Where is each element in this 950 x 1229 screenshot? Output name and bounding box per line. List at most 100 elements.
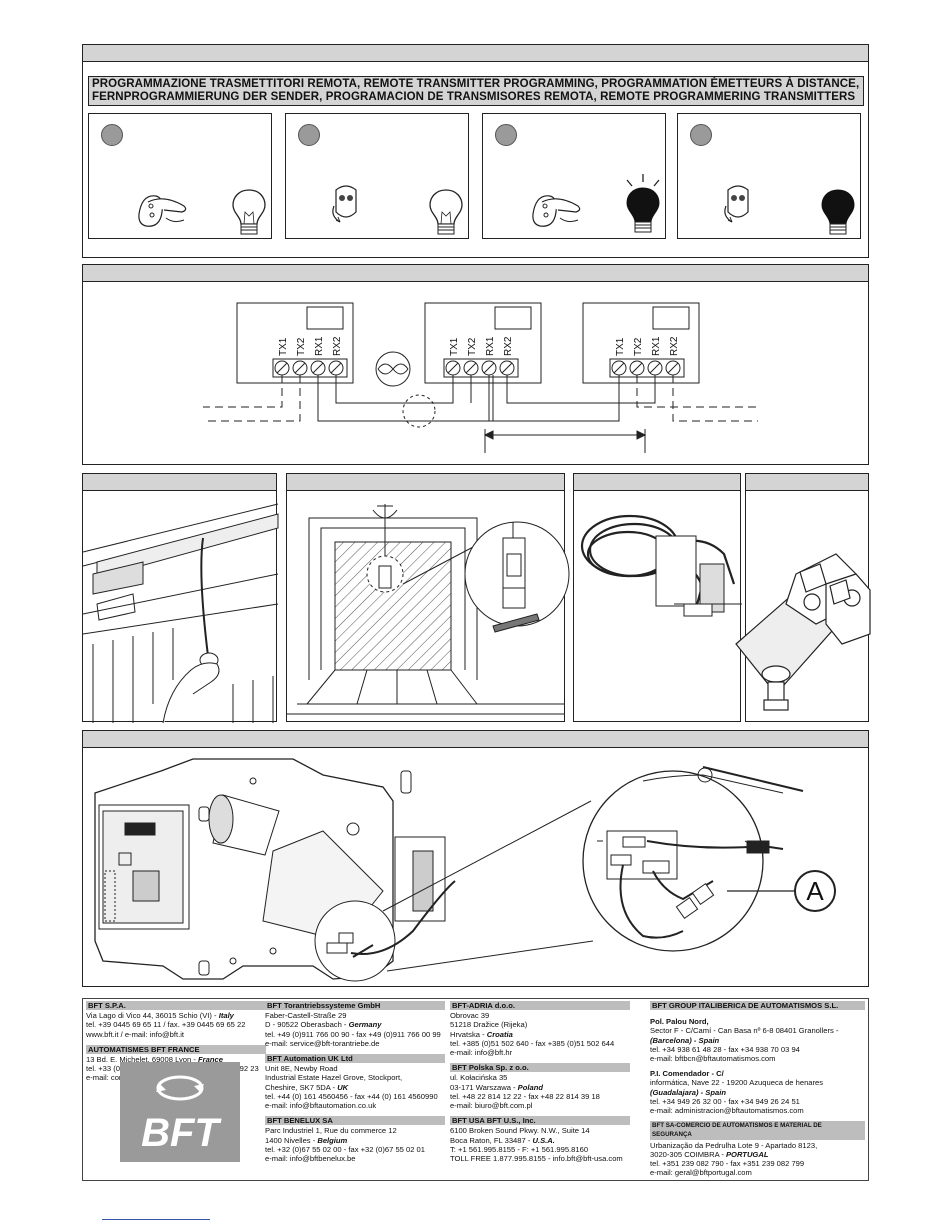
address-line: Obrovac 39 — [450, 1011, 490, 1021]
logo-text: BFT — [141, 1111, 222, 1155]
address-line: Sector F - C/Camí - Can Basa nº 6-8 0840… — [650, 1026, 839, 1036]
web-email-line: www.bft.it / e-mail: info@bft.it — [86, 1029, 185, 1039]
terminal-label: TX1 — [615, 337, 626, 356]
region-line: (Guadalajara) - Spain — [650, 1087, 726, 1097]
programming-title-line1: PROGRAMMAZIONE TRASMETTITORI REMOTA, REM… — [92, 78, 860, 90]
country: Croatia — [486, 1029, 513, 1039]
office-title: P.I. Comendador - C/ — [650, 1069, 724, 1079]
phone-line: tel. +48 22 814 12 22 - fax +48 22 814 3… — [450, 1091, 600, 1101]
address-line: Faber-Castell-Straße 29 — [265, 1011, 347, 1021]
address-line: 1400 Nivelles - — [265, 1135, 318, 1145]
phone-line: tel. +34 949 26 32 00 - fax +34 949 26 2… — [650, 1096, 800, 1106]
country: U.S.A. — [532, 1135, 555, 1145]
email-line: e-mail: administracion@bftautomatismos.c… — [650, 1106, 804, 1116]
company-name: BFT USA BFT U.S., Inc. — [450, 1116, 630, 1126]
email-line: e-mail: geral@bftportugal.com — [650, 1168, 752, 1178]
phone-line: tel. +44 (0) 161 4560456 - fax +44 (0) 1… — [265, 1091, 438, 1101]
phone-line: tel. +32 (0)67 55 02 00 - fax +32 (0)67 … — [265, 1144, 426, 1154]
region-line: (Barcelona) - Spain — [650, 1035, 720, 1045]
bracket-panel — [735, 473, 871, 722]
country: PORTUGAL — [725, 1149, 769, 1159]
terminal-label: RX2 — [332, 336, 343, 356]
company-name: AUTOMATISMES BFT FRANCE — [86, 1044, 266, 1055]
board-header-bar — [83, 731, 868, 748]
email-line: e-mail: service@bft-torantriebe.de — [265, 1038, 380, 1048]
address-line: Hrvatska - — [450, 1029, 487, 1039]
terminal-label: RX2 — [669, 336, 680, 356]
panel-header-bar — [746, 474, 868, 491]
terminal-label: RX2 — [503, 336, 514, 356]
lamp-off-icon — [232, 189, 266, 235]
email-line: e-mail: bftbcn@bftautomatismos.com — [650, 1054, 776, 1064]
address-line: 51218 Dražice (Rijeka) — [450, 1020, 528, 1030]
bracket-illustration — [735, 553, 871, 711]
hand-press-remote-icon — [138, 195, 187, 227]
bft-logo: BFT — [120, 1062, 240, 1162]
contact-bft-adria: BFT-ADRIA d.o.o. Obrovac 39 51218 Dražic… — [450, 1001, 630, 1163]
company-name: BFT GROUP ITALIBERICA DE AUTOMATISMOS S.… — [650, 1001, 865, 1011]
contact-bft-germany: BFT Torantriebssysteme GmbH Faber-Castel… — [265, 1001, 445, 1163]
phone-line: tel. +351 239 082 790 - fax +351 239 082… — [650, 1159, 805, 1169]
step-number-circle — [298, 124, 320, 146]
terminal-label: TX2 — [633, 337, 644, 356]
release-cord-panel — [82, 473, 279, 724]
country: Italy — [218, 1011, 234, 1021]
wiring-diagram: TX1 TX2 RX1 RX2 TX1 TX2 RX1 RX2 TX1 TX2 … — [203, 302, 758, 453]
company-name: BFT S.P.A. — [86, 1001, 266, 1011]
terminal-label: RX1 — [485, 336, 496, 356]
address-line: 13 Bd. E. Michelet, 69008 Lyon - — [86, 1055, 199, 1065]
address-line: ul. Kołacińska 35 — [450, 1073, 508, 1083]
country: Poland — [517, 1082, 543, 1092]
programming-step-4 — [677, 113, 866, 244]
antenna-panel — [573, 473, 742, 722]
door-mounting-panel — [286, 473, 570, 722]
address-line: 6100 Broken Sound Pkwy. N.W., Suite 14 — [450, 1126, 590, 1136]
terminal-label: RX1 — [314, 336, 325, 356]
programming-step-3 — [482, 113, 671, 244]
company-name: BFT-ADRIA d.o.o. — [450, 1001, 630, 1011]
programming-step-1 — [88, 113, 277, 244]
phone-line: tel. +39 0445 69 65 11 / fax. +39 0445 6… — [86, 1020, 246, 1030]
release-cord-illustration — [82, 503, 279, 724]
terminal-label: TX1 — [278, 337, 289, 356]
programming-title: PROGRAMMAZIONE TRASMETTITORI REMOTA, REM… — [88, 76, 864, 106]
lamp-off-icon — [429, 189, 463, 235]
antenna-cable-illustration — [580, 514, 742, 617]
address-line: Unit 8E, Newby Road — [265, 1064, 338, 1074]
panel-header-bar — [83, 474, 276, 491]
phone-line: tel. +49 (0)911 766 00 90 - fax +49 (0)9… — [265, 1029, 441, 1039]
address-line: Via Lago di Vico 44, 36015 Schio (VI) - — [86, 1011, 219, 1021]
address-line: Urbanização da Pedrulha Lote 9 - Apartad… — [650, 1140, 818, 1150]
step-number-circle — [495, 124, 517, 146]
hand-press-remote-icon — [532, 195, 581, 227]
terminal-label: TX2 — [296, 337, 307, 356]
phone-line: tel. +34 938 61 48 28 - fax +34 938 70 0… — [650, 1044, 800, 1054]
wiring-section: TX1 TX2 RX1 RX2 TX1 TX2 RX1 RX2 TX1 TX2 … — [82, 264, 869, 465]
footer-underline — [102, 1219, 210, 1220]
phone-line: tel. +385 (0)51 502 640 - fax +385 (0)51… — [450, 1038, 615, 1048]
board-layout-illustration: A — [94, 758, 836, 982]
step-number-circle — [101, 124, 123, 146]
address-line: D - 90522 Oberasbach - — [265, 1020, 349, 1030]
terminal-label: RX1 — [651, 336, 662, 356]
company-name: BFT BENELUX SA — [265, 1116, 445, 1126]
address-line: informática, Nave 22 - 19200 Azuqueca de… — [650, 1078, 824, 1088]
remote-transmitter-icon — [332, 185, 357, 223]
email-line: e-mail: info@bftbenelux.be — [265, 1154, 356, 1164]
panel-header-bar — [574, 474, 740, 491]
address-line: 03-171 Warszawa - — [450, 1082, 518, 1092]
terminal-label: TX1 — [449, 337, 460, 356]
office-title: Pol. Palou Nord, — [650, 1017, 709, 1027]
programming-title-line2: FERNPROGRAMMIERUNG DER SENDER, PROGRAMAC… — [92, 91, 856, 103]
board-detail-section: A — [82, 730, 869, 987]
programming-section: PROGRAMMAZIONE TRASMETTITORI REMOTA, REM… — [82, 44, 869, 258]
country: Belgium — [317, 1135, 348, 1145]
email-line: e-mail: info@bft.hr — [450, 1048, 513, 1058]
panel-header-bar — [287, 474, 564, 491]
remote-transmitter-icon — [724, 185, 749, 223]
email-line: TOLL FREE 1.877.995.8155 - info.bft@bft-… — [450, 1154, 623, 1164]
address-line: 3020-305 COIMBRA - — [650, 1149, 726, 1159]
programming-step-2 — [285, 113, 474, 244]
lamp-flashing-icon — [626, 174, 660, 233]
address-line: Parc Industriel 1, Rue du commerce 12 — [265, 1126, 397, 1136]
